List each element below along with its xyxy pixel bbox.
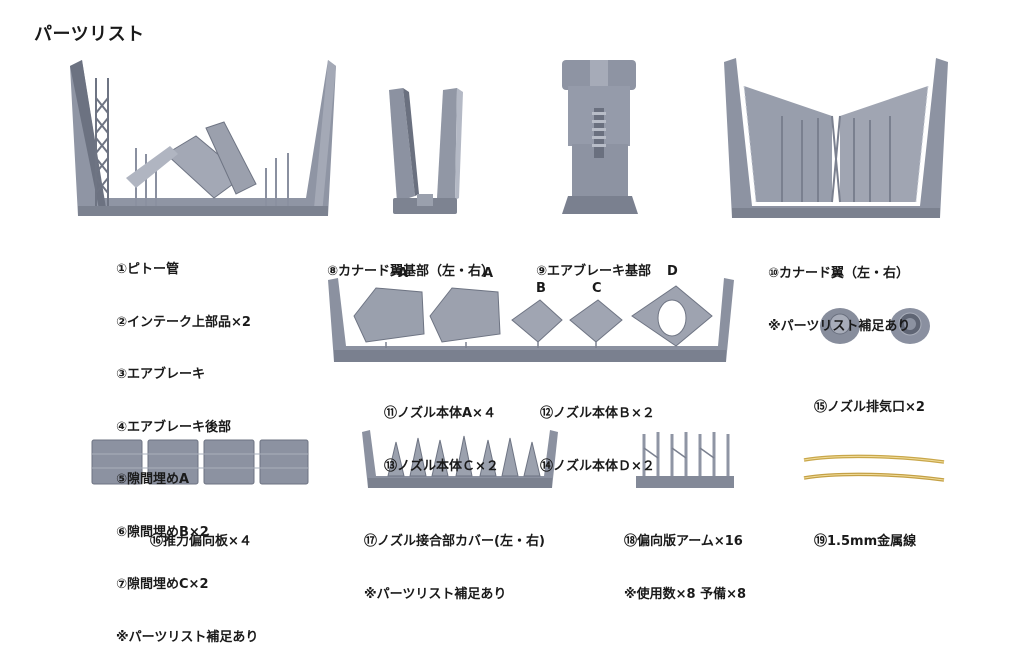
nozzle-letter-b: B (536, 281, 546, 296)
nozzle-exhaust-photo (820, 308, 930, 344)
caption-line: ⑥隙間埋めB×2 (116, 524, 209, 540)
caption-line: ⑯推力偏向板×４ (150, 534, 252, 549)
caption-nozzle-body-a-c: ⑪ノズル本体A×４ ⑬ノズル本体Ｃ×２ (384, 370, 499, 493)
thrust-vector-plates-photo (91, 439, 309, 485)
caption-airbrake-base: ⑨エアブレーキ基部 (536, 228, 651, 298)
airbrake-base-photo (562, 60, 638, 214)
caption-nozzle-exhaust: ⑮ノズル排気口×2 (814, 364, 925, 434)
caption-line: ④エアブレーキ後部 (116, 419, 232, 435)
caption-line: ⑲1.5mm金属線 (814, 534, 917, 549)
caption-line: ①ピトー管 (116, 262, 180, 277)
caption-line: ⑮ノズル排気口×2 (814, 400, 925, 415)
caption-line: ※パーツリスト補足あり (364, 586, 507, 602)
caption-line: ⑨エアブレーキ基部 (536, 264, 652, 279)
vector-arm-sprue-photo (636, 432, 734, 488)
caption-parts-1-7: ①ピトー管 ②インテーク上部品×2 ③エアブレーキ ④エアブレーキ後部 ⑤隙間埋… (116, 226, 258, 664)
canard-wings-photo (724, 58, 948, 218)
canard-base-photo (389, 88, 463, 214)
caption-line: ※パーツリスト補足あり (116, 629, 259, 645)
nozzle-letter-a-2: A (483, 266, 494, 281)
nozzle-letter-a-1: A (398, 266, 409, 281)
caption-line: ②インテーク上部品×2 (116, 314, 251, 330)
caption-line: ⑰ノズル接合部カバー(左・右) (364, 534, 545, 549)
caption-line: ⑬ノズル本体Ｃ×２ (384, 458, 499, 474)
caption-line: ③エアブレーキ (116, 367, 206, 382)
caption-nozzle-joint-cover: ⑰ノズル接合部カバー(左・右) ※パーツリスト補足あり (364, 498, 545, 621)
caption-line: ⑱偏向版アーム×16 (624, 534, 743, 549)
caption-canard-base: ⑧カナード翼基部（左・右） (327, 228, 494, 298)
caption-line: ⑫ノズル本体Ｂ×２ (540, 406, 655, 421)
brass-wire-photo (803, 454, 945, 482)
caption-line: ※パーツリスト補足あり (768, 318, 911, 334)
nozzle-joint-cover-photo (362, 430, 558, 488)
caption-thrust-vector-plates: ⑯推力偏向板×４ (150, 498, 252, 568)
caption-nozzle-body-b-d: ⑫ノズル本体Ｂ×２ ⑭ノズル本体Ｄ×２ (540, 370, 655, 493)
caption-brass-wire: ⑲1.5mm金属線 (814, 498, 916, 568)
caption-line: ⑪ノズル本体A×４ (384, 406, 496, 421)
caption-canard-wings: ⑩カナード翼（左・右） ※パーツリスト補足あり (768, 230, 910, 353)
caption-line: ⑤隙間埋めA (116, 472, 190, 487)
caption-line: ⑭ノズル本体Ｄ×２ (540, 458, 655, 474)
caption-line: ※使用数×8 予備×8 (624, 586, 747, 602)
nozzle-letter-d: D (667, 264, 678, 279)
caption-vector-arm: ⑱偏向版アーム×16 ※使用数×8 予備×8 (624, 498, 746, 621)
nozzle-sprue-photo (328, 278, 734, 362)
parts-sprue-1-7-photo (70, 60, 336, 216)
nozzle-letter-c: C (592, 281, 602, 296)
page-title: パーツリスト (34, 24, 145, 45)
caption-line: ⑧カナード翼基部（左・右） (327, 264, 495, 279)
caption-line: ⑦隙間埋めC×2 (116, 577, 209, 592)
caption-line: ⑩カナード翼（左・右） (768, 266, 910, 281)
